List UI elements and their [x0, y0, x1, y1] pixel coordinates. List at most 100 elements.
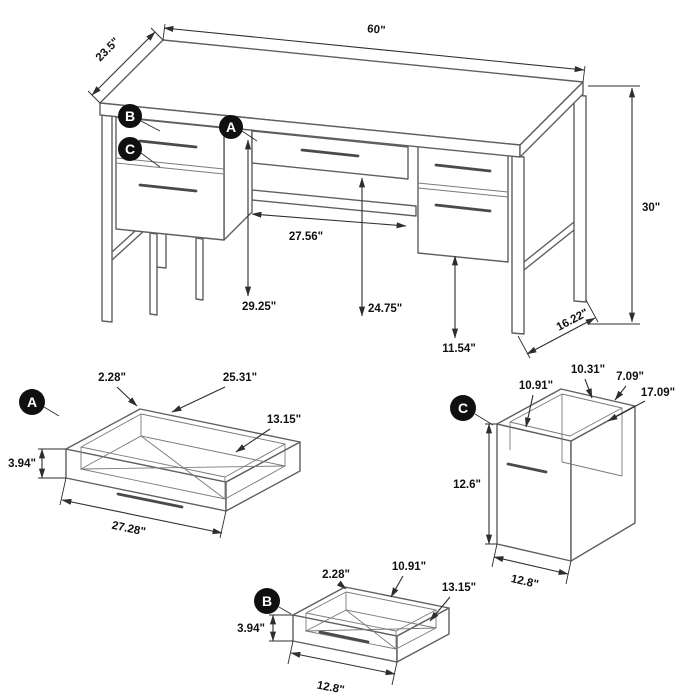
marker-leader — [140, 152, 161, 168]
dim-cabinet-c-depth: 17.09" — [607, 387, 675, 422]
dim-label-desk-depth: 23.5" — [94, 36, 122, 64]
dim-label-drawer-b-width: 12.8" — [316, 680, 346, 697]
right-pedestal — [417, 145, 509, 263]
drawer-b-detail-handle — [318, 630, 370, 644]
marker-a-circle — [19, 389, 45, 415]
marker-a-letter: A — [27, 394, 37, 410]
dim-label-cabinet-c-height: 12.6" — [453, 479, 481, 491]
dim-label-cabinet-c-opening: 10.91" — [519, 380, 553, 392]
dim-leader — [429, 596, 451, 622]
marker-c-detail: C — [450, 395, 494, 426]
dim-leader — [390, 575, 404, 598]
dim-label-clearance-center: 24.75" — [368, 303, 402, 315]
desk-overview-diagram: 60" 23.5" 30" 16.22" 27.56" 29.25" — [87, 23, 660, 359]
drawer-b-handle — [138, 139, 198, 149]
dim-label-drawer-a-width: 27.28" — [111, 520, 147, 539]
marker-b-desk: B — [118, 104, 161, 132]
center-drawer-handle — [300, 148, 360, 158]
dim-cabinet-c-back: 10.31" — [571, 364, 605, 399]
dim-line — [91, 31, 156, 96]
drawer-b-interior-diagonals — [305, 609, 437, 650]
marker-c-circle — [118, 137, 142, 161]
right-top-drawer-handle — [434, 163, 492, 173]
dim-line — [163, 25, 585, 73]
dim-kneehole-width: 27.56" — [251, 211, 407, 243]
dim-foot-depth: 16.22" — [517, 299, 599, 359]
drawer-b-box — [292, 586, 450, 663]
cabinet-c-front — [496, 423, 572, 562]
left-pedestal-leg-back — [195, 237, 204, 301]
dim-line — [251, 211, 407, 229]
marker-b-letter: B — [125, 108, 135, 124]
dim-drawer-a-lip: 2.28" — [98, 372, 138, 407]
marker-b-letter: B — [262, 593, 272, 609]
dim-label-drawer-a-inner-width: 25.31" — [223, 372, 257, 384]
cabinet-c-handle — [506, 462, 548, 474]
dim-cabinet-c-height: 12.6" — [453, 423, 497, 545]
dim-drawer-b-inner-width: 10.91" — [390, 561, 426, 598]
marker-leader — [278, 606, 292, 615]
marker-leader — [43, 406, 60, 417]
dim-leader — [116, 386, 138, 407]
dim-leader — [336, 580, 347, 590]
left-pedestal-leg-front — [149, 232, 158, 316]
dim-drawer-b-lip: 2.28" — [322, 569, 350, 590]
dim-line — [61, 498, 223, 535]
marker-b-circle — [118, 104, 142, 128]
center-drawer — [251, 130, 409, 180]
marker-leader — [474, 413, 494, 426]
drawer-a-detail-diagram: 3.94" 27.28" 2.28" 25.31" 13.15" A — [8, 372, 301, 538]
drawer-a-rim — [65, 408, 301, 483]
dim-label-cabinet-c-back: 10.31" — [571, 364, 605, 376]
right-file-drawer-handle — [434, 203, 492, 213]
dim-label-drawer-b-height: 3.94" — [237, 623, 265, 635]
dim-label-drawer-b-lip: 2.28" — [322, 569, 350, 581]
dim-drawer-a-inner-width: 25.31" — [171, 372, 257, 413]
drawer-b-interior-corners — [305, 592, 437, 649]
marker-leader — [241, 130, 258, 142]
dim-label-cabinet-c-width: 12.8" — [510, 573, 540, 591]
dim-drawer-a-inner-depth: 13.15" — [235, 414, 301, 453]
drawer-b-detail-diagram: 3.94" 12.8" 2.28" 10.91" 13.15" B — [237, 561, 476, 697]
dim-label-desk-height: 30" — [642, 202, 660, 214]
marker-c-letter: C — [458, 400, 468, 416]
dim-ext-lines — [588, 85, 640, 325]
marker-leader — [140, 120, 161, 132]
marker-c-desk: C — [118, 137, 161, 168]
dim-label-drawer-b-inner-width: 10.91" — [392, 561, 426, 573]
desktop-right-edge — [519, 81, 584, 158]
drawer-a-box — [65, 408, 301, 512]
back-rail — [251, 189, 417, 217]
dim-label-drawer-a-height: 3.94" — [8, 458, 36, 470]
dim-leader — [614, 385, 627, 401]
dim-desk-height: 30" — [588, 85, 660, 325]
right-side-stretcher — [523, 221, 575, 271]
dim-label-cabinet-c-depth: 17.09" — [641, 387, 675, 399]
right-pedestal-divider — [417, 182, 509, 198]
dim-label-drawer-a-lip: 2.28" — [98, 372, 126, 384]
drawer-c-handle — [138, 183, 198, 193]
dim-leader — [171, 386, 226, 413]
marker-a-letter: A — [226, 119, 236, 135]
center-drawer-front — [251, 130, 409, 180]
left-pedestal-front — [115, 116, 225, 241]
dim-desk-width: 60" — [162, 23, 586, 83]
drawer-a-interior-diagonals — [80, 435, 286, 500]
dim-clearance-left: 29.25" — [242, 139, 276, 313]
dim-label-clearance-left: 29.25" — [242, 301, 276, 313]
marker-a-circle — [219, 115, 243, 139]
dim-line — [526, 317, 596, 355]
marker-b-detail: B — [254, 588, 292, 615]
cabinet-c-interior-lines — [509, 394, 623, 477]
left-front-leg — [101, 114, 113, 323]
marker-a-detail: A — [19, 389, 60, 417]
dim-label-clearance-right: 11.54" — [442, 343, 476, 355]
dim-label-drawer-a-inner-depth: 13.15" — [267, 414, 301, 426]
cabinet-c-detail-diagram: 12.6" 12.8" 10.91" 10.31" 7.09" 17.09" C — [450, 364, 675, 591]
dim-ext-lines — [485, 423, 497, 545]
dim-drawer-b-inner-depth: 13.15" — [429, 582, 476, 622]
dim-label-drawer-b-inner-depth: 13.15" — [442, 582, 476, 594]
drawer-a-interior-corners — [80, 414, 286, 499]
